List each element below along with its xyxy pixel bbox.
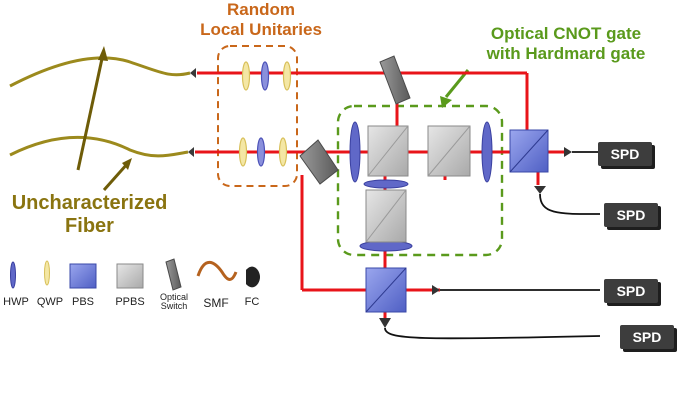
fiber-connector-bottom xyxy=(188,147,194,157)
cnot-arrow-head xyxy=(440,96,452,108)
spd-detector-2: SPD xyxy=(604,203,658,227)
fiber-arrow-top-head xyxy=(98,46,108,61)
spd-detector-4: SPD xyxy=(620,325,674,349)
cnot-gate-label: Optical CNOT gate with Hardmard gate xyxy=(466,24,666,63)
output-fibers xyxy=(384,151,601,340)
legend-smf-icon xyxy=(196,260,238,281)
legend-icons xyxy=(10,258,260,291)
ppbs-cube-3 xyxy=(365,189,407,243)
legend-switch-icon xyxy=(165,258,182,291)
pbs-cube-right xyxy=(509,129,549,173)
legend-hwp-icon xyxy=(10,261,16,289)
fiber-connector-top xyxy=(190,68,196,78)
random-unitaries-label: Random Local Unitaries xyxy=(196,0,326,39)
legend-smf-label: SMF xyxy=(203,296,229,310)
fiber-arrow-bottom xyxy=(102,162,130,191)
waveplates-bottom xyxy=(238,137,288,167)
uncharacterized-fiber-line2: Fiber xyxy=(65,215,114,237)
uncharacterized-fiber-label: Uncharacterized Fiber xyxy=(2,192,177,238)
spd-detector-1: SPD xyxy=(598,142,652,166)
pbs-cube-bottom xyxy=(365,267,407,313)
legend-pbs-icon xyxy=(69,263,97,289)
legend-ppbs-icon xyxy=(116,263,144,289)
legend-fc-icon xyxy=(246,266,260,288)
legend-qwp-label: QWP xyxy=(36,296,64,308)
cnot-gate-line1: Optical CNOT gate xyxy=(490,24,642,43)
fiber-couplers xyxy=(379,147,572,328)
legend-switch-label: Optical Switch xyxy=(159,292,188,312)
random-unitaries-box xyxy=(217,45,298,187)
ppbs-cube-1 xyxy=(367,125,409,177)
cnot-hwps xyxy=(349,121,493,252)
fiber-arrow-top xyxy=(76,53,105,171)
optical-switch-bottom xyxy=(299,139,339,185)
legend-ppbs-label: PPBS xyxy=(115,296,145,308)
fiber-arrow-bottom-head xyxy=(122,158,132,170)
fiber-bottom xyxy=(9,136,189,158)
legend-hwp-label: HWP xyxy=(3,296,29,308)
waveplates-top xyxy=(241,61,292,91)
cnot-gate-box xyxy=(336,104,504,257)
uncharacterized-fiber-line1: Uncharacterized xyxy=(11,192,168,214)
legend-qwp-icon xyxy=(44,260,50,286)
legend-fc-label: FC xyxy=(244,296,260,308)
random-unitaries-line1: Random xyxy=(227,0,295,19)
optical-switch-top xyxy=(379,55,411,105)
random-unitaries-line2: Local Unitaries xyxy=(200,19,322,39)
legend-pbs-label: PBS xyxy=(71,296,94,308)
fiber-top xyxy=(9,56,191,88)
cnot-gate-line2: with Hardmard gate xyxy=(486,43,646,63)
ppbs-cube-2 xyxy=(427,125,471,177)
spd-detector-3: SPD xyxy=(604,279,658,303)
